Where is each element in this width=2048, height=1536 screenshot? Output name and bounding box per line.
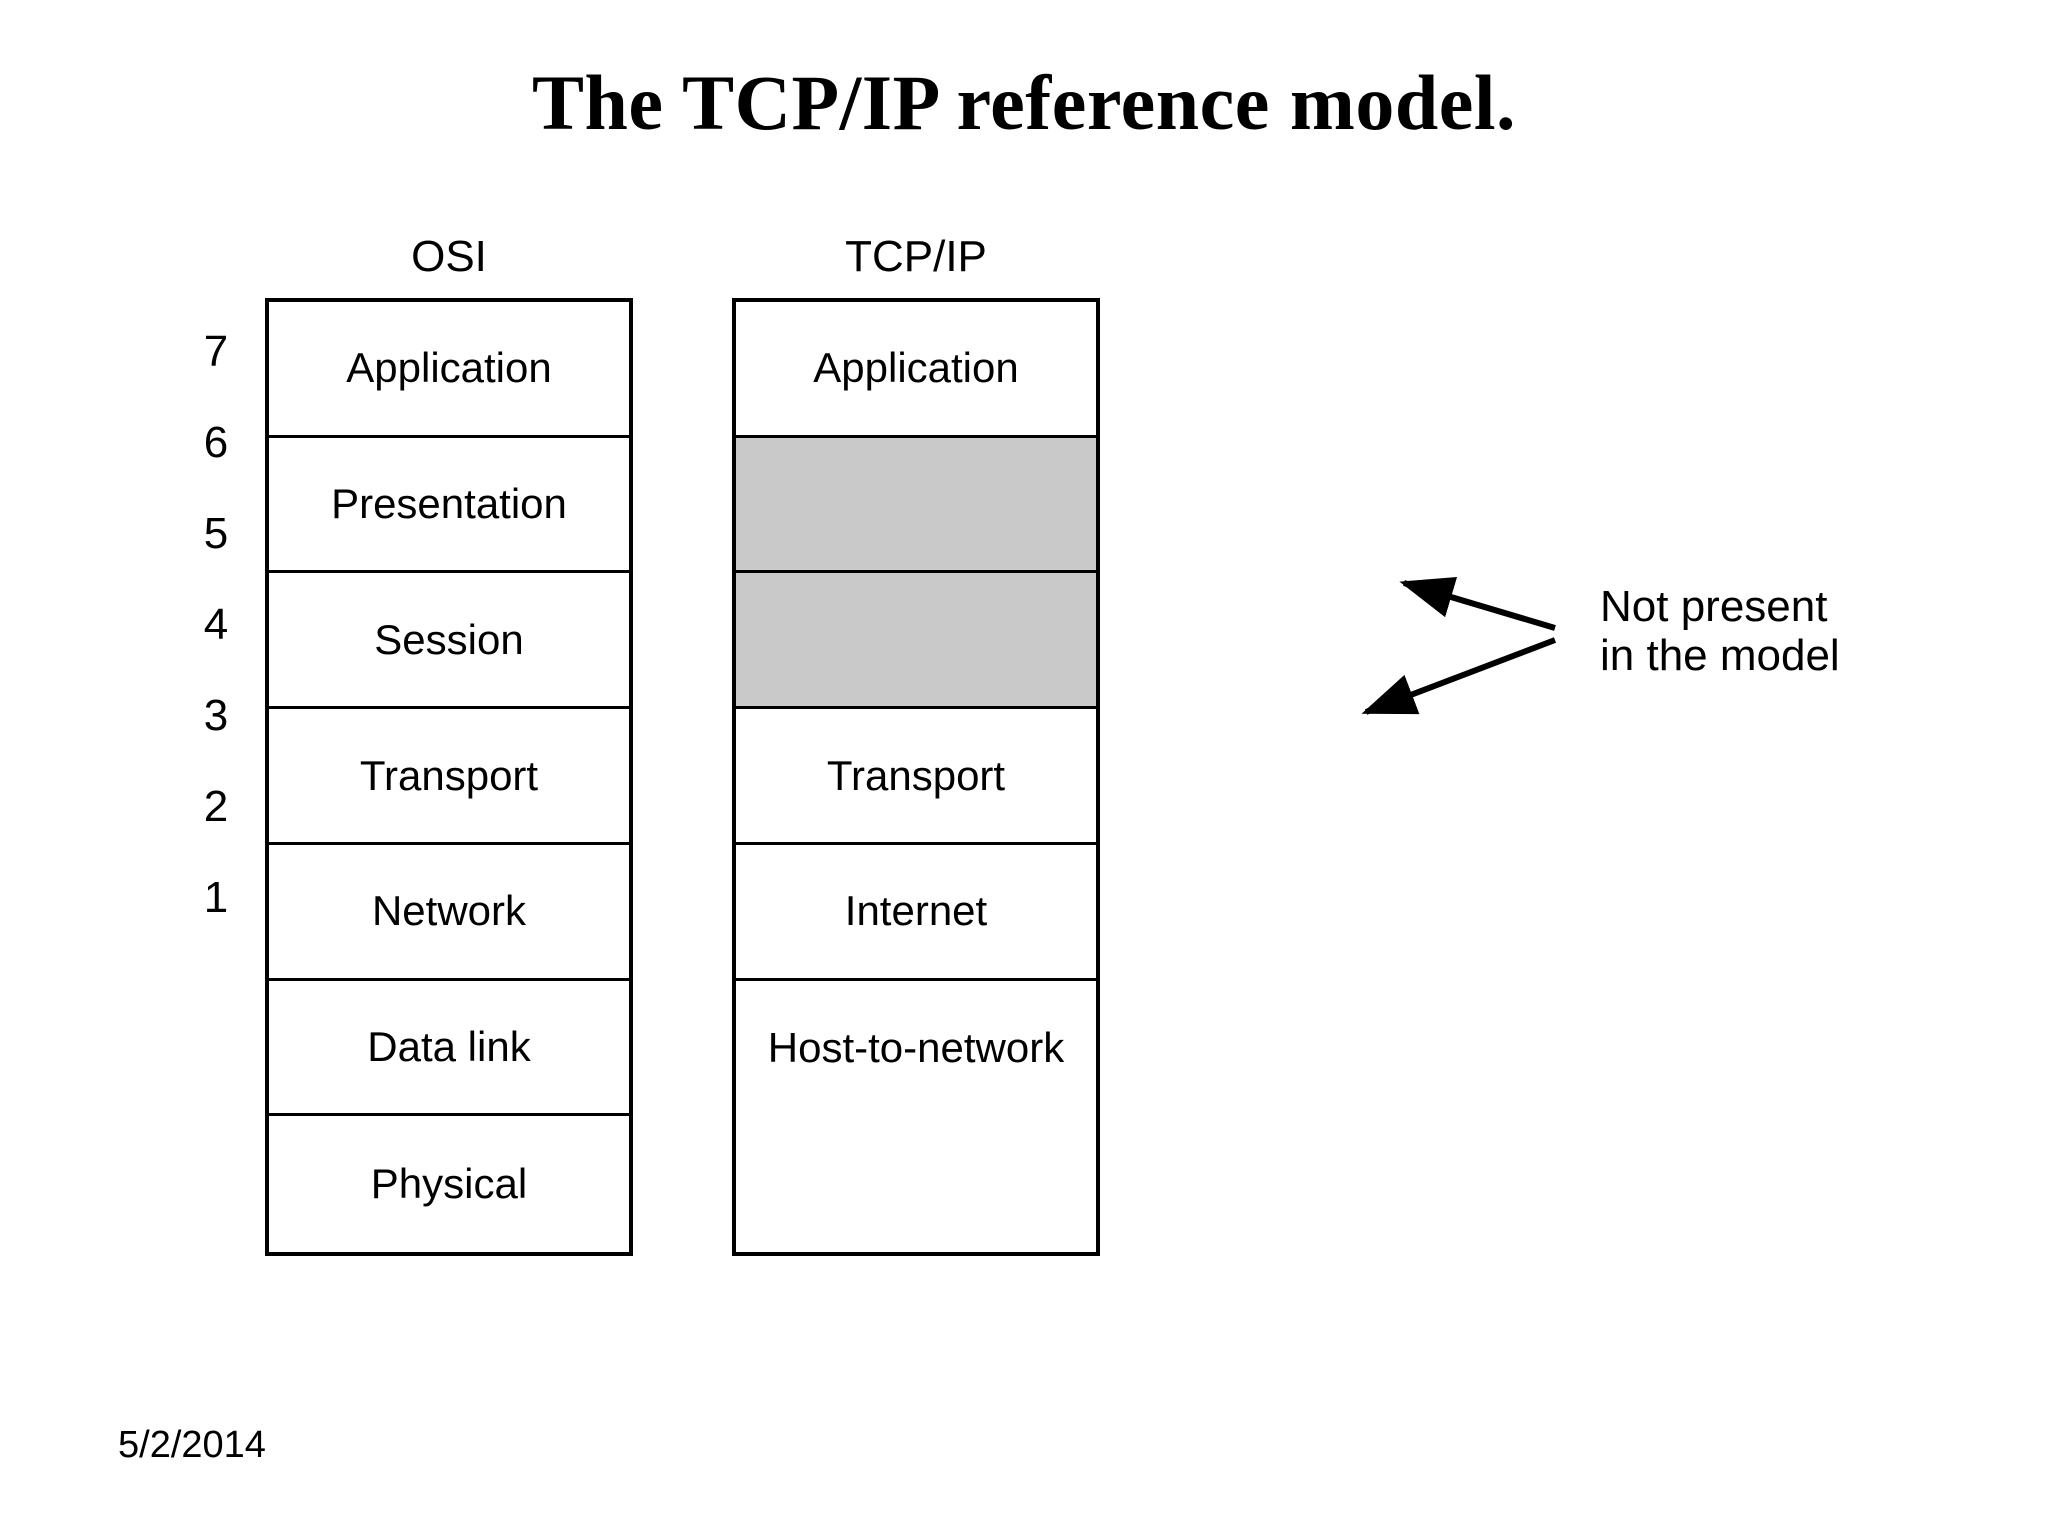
arrow-to-session-gap: [1361, 637, 1557, 715]
osi-column-header: OSI: [411, 232, 487, 281]
osi-layer-transport[interactable]: Transport: [269, 709, 629, 845]
footer-date: 5/2/2014: [118, 1424, 266, 1466]
osi-stack: Application Presentation Session Transpo…: [265, 298, 633, 1256]
tcpip-layer-missing-session[interactable]: [736, 573, 1096, 710]
osi-layer-data-link[interactable]: Data link: [269, 980, 629, 1117]
tcpip-layer-internet[interactable]: Internet: [736, 844, 1096, 981]
page-title: The TCP/IP reference model.: [531, 59, 1516, 146]
osi-layer-number-5: 5: [203, 509, 229, 558]
osi-layer-number-1: 1: [203, 873, 229, 922]
tcpip-layer-missing-presentation[interactable]: [736, 437, 1096, 574]
osi-layer-number-7: 7: [203, 327, 229, 376]
tcpip-stack: Application Transport Internet Host-to-n…: [732, 298, 1100, 1256]
osi-layer-number-2: 2: [203, 782, 229, 831]
osi-layer-number-4: 4: [203, 600, 229, 649]
tcpip-layer-transport[interactable]: Transport: [736, 709, 1096, 845]
osi-layer-number-3: 3: [203, 691, 229, 740]
arrow-to-presentation-gap: [1399, 576, 1556, 631]
annotation-line-1: Not present: [1600, 582, 1828, 631]
tcpip-layer-host-to-network[interactable]: Host-to-network: [736, 980, 1096, 1117]
tcpip-column-header: TCP/IP: [845, 232, 987, 281]
tcpip-layer-application[interactable]: Application: [736, 302, 1096, 438]
osi-layer-number-6: 6: [203, 418, 229, 467]
annotation-line-2: in the model: [1600, 631, 1840, 681]
osi-layer-network[interactable]: Network: [269, 844, 629, 981]
annotation-label: Not present in the model: [1600, 582, 1840, 681]
osi-layer-presentation[interactable]: Presentation: [269, 437, 629, 574]
tcpip-layer-empty: [736, 1116, 1096, 1252]
osi-layer-physical[interactable]: Physical: [269, 1116, 629, 1253]
osi-layer-session[interactable]: Session: [269, 573, 629, 710]
osi-layer-application[interactable]: Application: [269, 302, 629, 438]
